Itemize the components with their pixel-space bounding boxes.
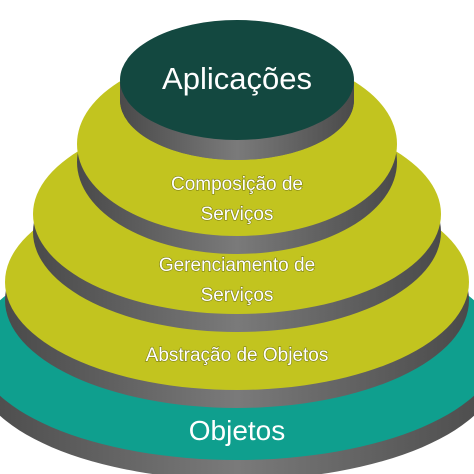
label-gerenciamento-line2: Serviços (201, 285, 274, 306)
layer-aplicacoes-top (120, 20, 354, 140)
layer-aplicacoes (120, 20, 354, 160)
label-abstracao: Abstração de Objetos (146, 345, 329, 366)
label-gerenciamento-line1: Gerenciamento de (159, 255, 315, 276)
label-composicao-line1: Composição de (171, 174, 303, 195)
label-objetos: Objetos (189, 415, 286, 446)
label-composicao-line2: Serviços (201, 204, 274, 225)
label-aplicacoes: Aplicações (162, 61, 312, 96)
